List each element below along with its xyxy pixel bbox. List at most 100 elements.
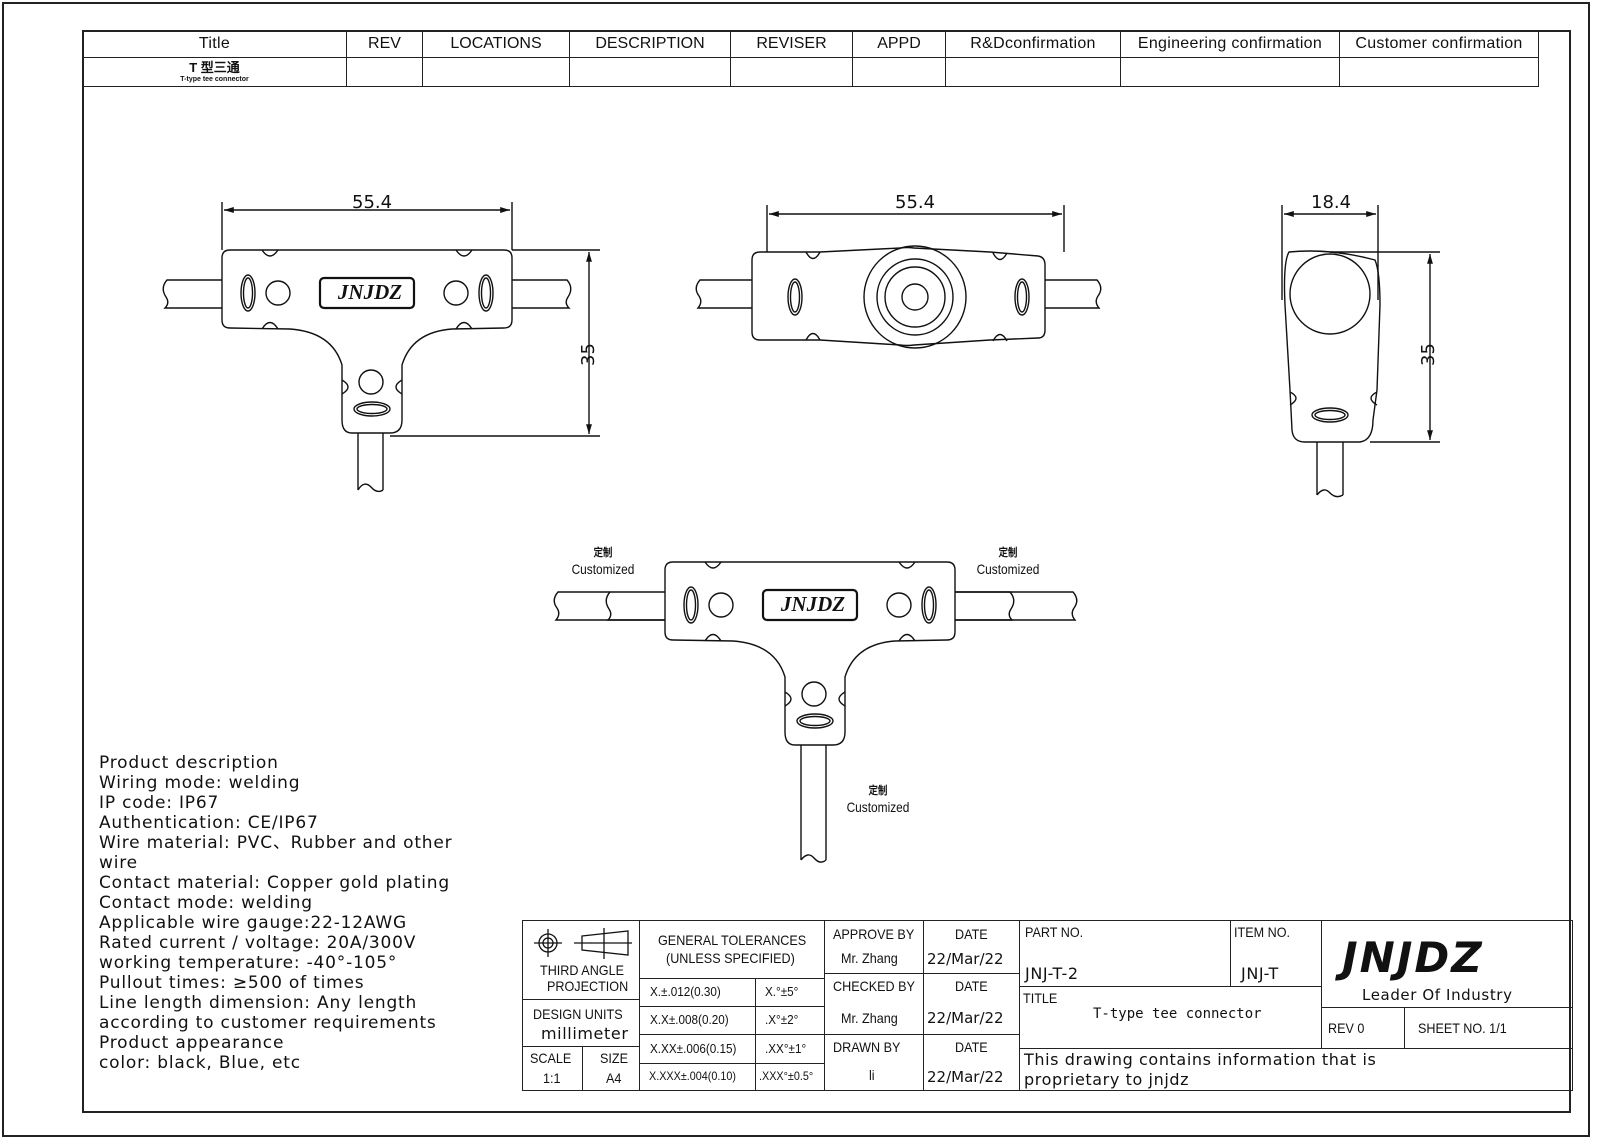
checked-by-label: CHECKED BY <box>833 978 915 994</box>
tolerance-angular: .XXX°±0.5° <box>759 1069 814 1083</box>
drawn-date: 22/Mar/22 <box>927 1068 1004 1086</box>
product-description: Product description Wiring mode: welding… <box>99 753 452 1073</box>
title-label: TITLE <box>1023 990 1058 1006</box>
customized-label-bottom: 定制 Customized <box>844 783 912 815</box>
date-label: DATE <box>955 1039 988 1055</box>
tolerance-angular: .XX°±1° <box>765 1041 807 1056</box>
approve-by-value: Mr. Zhang <box>841 950 898 966</box>
sheet-value: SHEET NO. 1/1 <box>1418 1020 1507 1036</box>
tolerance-linear: X.XX±.006(0.15) <box>650 1041 737 1056</box>
reviser-cell <box>730 57 853 87</box>
rev-header-rd-confirmation: R&Dconfirmation <box>945 30 1121 58</box>
approve-by-label: APPROVE BY <box>833 926 915 942</box>
desc-line: IP code: IP67 <box>99 793 220 813</box>
customized-label-right: 定制 Customized <box>974 545 1042 577</box>
projection-line1: THIRD ANGLE <box>540 962 625 978</box>
checked-date: 22/Mar/22 <box>927 1009 1004 1027</box>
customized-en: Customized <box>976 561 1040 577</box>
side-view <box>1283 250 1381 498</box>
top-view <box>695 245 1102 349</box>
design-units-label: DESIGN UNITS <box>533 1006 623 1022</box>
desc-line: color: black, Blue, etc <box>99 1053 301 1073</box>
customized-en: Customized <box>571 561 635 577</box>
desc-line: Wiring mode: welding <box>99 773 301 793</box>
desc-line: Wire material: PVC、Rubber and other <box>99 833 453 853</box>
scale-value: 1:1 <box>543 1070 561 1086</box>
date-label: DATE <box>955 978 988 994</box>
rev-header-reviser: REVISER <box>730 30 853 58</box>
top-width-dimension: 55.4 <box>895 192 936 213</box>
notice-cell <box>1019 1048 1573 1091</box>
tolerance-angular: X.°±5° <box>765 984 799 999</box>
rev-cell <box>346 57 423 87</box>
item-no-label: ITEM NO. <box>1234 924 1291 940</box>
company-slogan: Leader Of Industry <box>1362 986 1513 1004</box>
rev-header-customer-confirmation: Customer confirmation <box>1339 30 1539 58</box>
rev-header-locations: LOCATIONS <box>422 30 570 58</box>
rev-value: REV 0 <box>1328 1020 1365 1036</box>
desc-line: Rated current / voltage: 20A/300V <box>99 933 417 953</box>
notice-line1: This drawing contains information that i… <box>1024 1050 1377 1069</box>
scale-label: SCALE <box>530 1050 572 1066</box>
rev-title-cell: T 型三通 T-type tee connector <box>82 57 347 87</box>
size-value: A4 <box>606 1070 622 1086</box>
side-height-dimension: 35 <box>1418 343 1439 366</box>
third-angle-projection-icon <box>534 928 632 959</box>
title-en: T-type tee connector <box>180 75 249 83</box>
title-cn: T 型三通 <box>189 59 240 75</box>
locations-cell <box>422 57 570 87</box>
rev-header-title: Title <box>82 30 347 58</box>
company-logo: JNJDZ <box>1342 933 1484 982</box>
assembly-view-logo: JNJDZ <box>780 592 846 616</box>
approve-date: 22/Mar/22 <box>927 950 1004 968</box>
desc-line: according to customer requirements <box>99 1013 437 1033</box>
desc-line: Contact mode: welding <box>99 893 313 913</box>
customized-cn: 定制 <box>998 547 1018 559</box>
notice-line2: proprietary to jnjdz <box>1024 1070 1190 1089</box>
tolerance-linear: X.±.012(0.30) <box>650 984 721 999</box>
customized-label-left: 定制 Customized <box>569 545 637 577</box>
desc-line: Pullout times: ≥500 of times <box>99 973 365 993</box>
customized-cn: 定制 <box>868 785 888 797</box>
desc-line: Product description <box>99 753 279 773</box>
desc-line: working temperature: -40°-105° <box>99 953 398 973</box>
tolerance-linear: X.X±.008(0.20) <box>650 1012 729 1027</box>
drawn-by-value: li <box>869 1067 875 1083</box>
checked-by-value: Mr. Zhang <box>841 1010 898 1026</box>
desc-line: Contact material: Copper gold plating <box>99 873 450 893</box>
tolerances-title-2: (UNLESS SPECIFIED) <box>666 950 795 966</box>
tolerance-linear: X.XXX±.004(0.10) <box>649 1069 736 1083</box>
engineering-confirmation-cell <box>1120 57 1340 87</box>
front-height-dimension: 35 <box>578 343 599 366</box>
desc-line: Applicable wire gauge:22-12AWG <box>99 913 407 933</box>
front-view <box>162 248 572 493</box>
tolerance-angular: .X°±2° <box>765 1012 799 1027</box>
side-width-dimension: 18.4 <box>1311 192 1352 213</box>
size-label: SIZE <box>600 1050 629 1066</box>
rev-header-rev: REV <box>346 30 423 58</box>
customized-cn: 定制 <box>593 547 613 559</box>
revision-table: Title REV LOCATIONS DESCRIPTION REVISER … <box>82 30 1539 87</box>
desc-line: Line length dimension: Any length <box>99 993 418 1013</box>
desc-line: Authentication: CE/IP67 <box>99 813 319 833</box>
front-width-dimension: 55.4 <box>352 192 393 213</box>
customer-confirmation-cell <box>1339 57 1539 87</box>
description-cell <box>569 57 731 87</box>
item-no-value: JNJ-T <box>1241 964 1279 983</box>
part-no-value: JNJ-T-2 <box>1025 964 1079 983</box>
front-view-logo: JNJDZ <box>337 280 403 304</box>
rd-confirmation-cell <box>945 57 1121 87</box>
date-label: DATE <box>955 926 988 942</box>
title-value: T-type tee connector <box>1093 1006 1262 1022</box>
drawn-by-label: DRAWN BY <box>833 1039 901 1055</box>
rev-header-engineering-confirmation: Engineering confirmation <box>1120 30 1340 58</box>
tolerances-title-1: GENERAL TOLERANCES <box>658 932 807 948</box>
appd-cell <box>852 57 946 87</box>
projection-line2: PROJECTION <box>547 978 629 994</box>
customized-en: Customized <box>846 799 910 815</box>
part-no-label: PART NO. <box>1025 924 1084 940</box>
desc-line: wire <box>99 853 138 873</box>
design-units-value: millimeter <box>541 1024 629 1043</box>
